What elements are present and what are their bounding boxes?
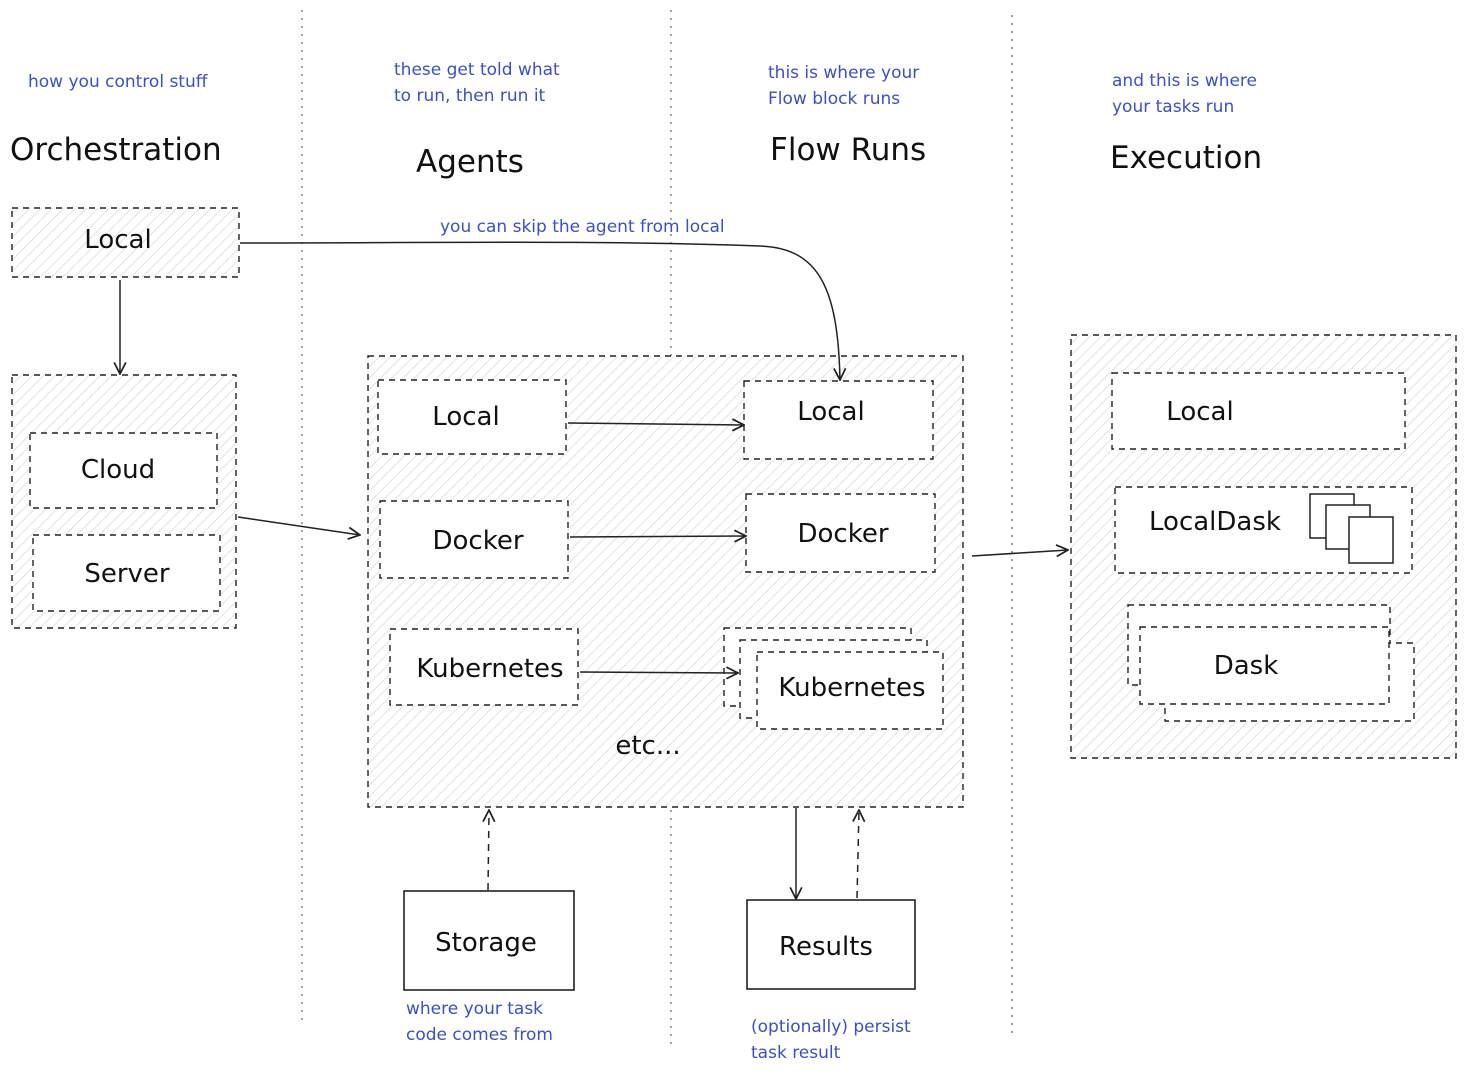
results-box [746,899,916,990]
agents-note-line-2: to run, then run it [394,86,546,106]
agent-local-box [377,379,567,455]
agent-docker-box [379,500,569,579]
flowrun-docker-box [745,493,936,573]
arrow-results-to-flowruns [857,810,859,899]
orchestration-title: Orchestration [10,132,222,168]
orchestration-server-box [32,534,221,612]
results-note-line-1: (optionally) persist [751,1017,911,1037]
flowrun-kubernetes-label: Kubernetes [778,673,925,703]
arrow-agent-docker-to-flowrun [569,536,746,537]
arrow-backend-to-agents [237,516,360,535]
execution-note-line-2: your tasks run [1112,97,1234,117]
arrow-agent-local-to-flowrun [567,423,744,425]
flowrun-docker-label: Docker [797,519,888,549]
storage-label: Storage [435,928,537,958]
flow-runs-title: Flow Runs [770,132,926,168]
flow-runs-note-line-2: Flow block runs [768,89,900,109]
execution-title: Execution [1110,140,1262,176]
orchestration-cloud-box [29,432,218,509]
execution-localdask-label: LocalDask [1149,507,1281,537]
etc-label: etc... [615,731,680,761]
execution-dask-label: Dask [1214,651,1279,681]
agent-local-label: Local [432,402,499,432]
agent-kubernetes-box [389,628,579,706]
skip-agent-note: you can skip the agent from local [440,217,725,237]
arrow-storage-to-agents [488,810,489,891]
storage-note-line-2: code comes from [406,1025,553,1045]
results-note-line-2: task result [751,1043,841,1063]
results-label: Results [779,932,873,962]
flow-runs-note-line-1: this is where your [768,63,919,83]
arrow-flowruns-to-execution [971,550,1068,556]
orchestration-local-label: Local [84,225,151,255]
worker-stack-icon [1309,493,1394,564]
orchestration-cloud-label: Cloud [81,455,155,485]
execution-local-box [1111,372,1406,450]
orchestration-note: how you control stuff [28,72,209,92]
agent-kubernetes-label: Kubernetes [416,654,563,684]
arrow-skip-agent [239,241,840,380]
arrow-agent-kubernetes-to-flowrun [579,672,738,673]
execution-local-label: Local [1166,397,1233,427]
agents-title: Agents [416,144,524,180]
agent-docker-label: Docker [432,526,523,556]
execution-note-line-1: and this is where [1112,71,1257,91]
flowrun-kubernetes-box [756,651,944,730]
flowrun-local-label: Local [797,397,864,427]
orchestration-server-label: Server [84,559,170,589]
agents-note-line-1: these get told what [394,60,560,80]
execution-dask-box [1139,626,1390,705]
storage-note-line-1: where your task [406,999,543,1019]
orchestration-local-box [11,207,240,278]
storage-box [403,890,575,991]
